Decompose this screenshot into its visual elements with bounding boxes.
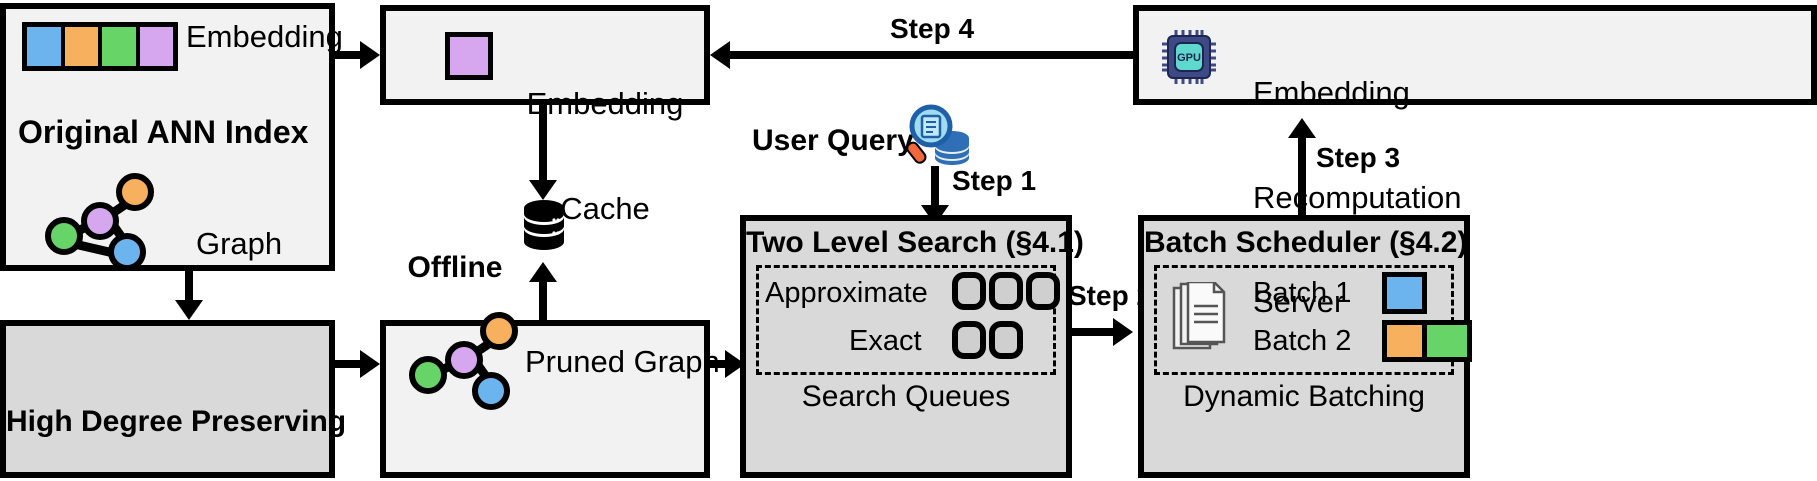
embedding-cache-line1: Embedding [526, 86, 684, 122]
exact-slot [989, 321, 1023, 359]
arrow-index-to-pruning-head [175, 300, 203, 320]
arrow-cache-to-storage-line [539, 105, 547, 183]
exact-row-label: Exact [849, 325, 922, 357]
embedding-cell-orange [64, 27, 102, 66]
user-query-label: User Query [752, 124, 914, 157]
embedding-cell-purple [139, 27, 173, 66]
arrow-pruned-to-search-line [710, 360, 735, 368]
arrow-step1-line [931, 166, 939, 208]
graph-pruning-box [0, 320, 335, 478]
documents-stack-icon [1168, 282, 1228, 354]
batch-item-orange [1382, 320, 1427, 362]
two-level-search-title: Two Level Search (§4.1) [746, 226, 1084, 259]
arrow-step3-head [1288, 118, 1316, 138]
original-ann-index-title: Original ANN Index [18, 114, 309, 150]
arrow-cache-to-storage-head [529, 180, 557, 200]
pruned-node-blue [472, 372, 510, 410]
original-graph [0, 0, 335, 271]
recompute-server-box [1133, 5, 1817, 105]
arrow-step3-line [1298, 135, 1306, 215]
batch-1-label: Batch 1 [1253, 277, 1352, 309]
embedding-cache-swatch [445, 32, 493, 80]
pruned-node-purple [445, 341, 483, 379]
pruned-graph-label: Pruned Graph [525, 344, 720, 379]
search-queues-dashed-region [756, 265, 1056, 375]
exact-slot [952, 321, 986, 359]
graph-pruning-line1: High Degree Preserving [6, 405, 347, 439]
recompute-server-label: Embedding Recomputation Server [1253, 7, 1462, 389]
graph-node-orange [116, 173, 154, 211]
embedding-cell-green [102, 27, 140, 66]
pruned-node-orange [480, 312, 518, 350]
exact-slots [952, 321, 1023, 359]
arrow-pruned-to-storage-line [539, 280, 547, 320]
batch-1-items [1382, 272, 1427, 314]
step1-label: Step 1 [952, 165, 1037, 196]
embedding-label: Embedding [186, 19, 343, 54]
arrow-index-to-pruning-line [185, 271, 193, 304]
graph-node-purple [81, 202, 119, 240]
gpu-chip-icon: GPU [1160, 28, 1218, 86]
arrow-step2-head [1113, 318, 1133, 346]
recompute-server-line1: Embedding [1253, 75, 1410, 111]
graph-node-blue [108, 233, 146, 271]
batch-2-items [1382, 320, 1472, 362]
arrow-pruned-to-storage-head [529, 262, 557, 282]
embedding-cell-blue [27, 27, 65, 66]
search-database-icon [900, 104, 974, 168]
approximate-slot [952, 272, 986, 310]
recompute-server-line3: Server [1253, 283, 1345, 319]
embedding-strip [22, 22, 178, 71]
batch-scheduler-title: Batch Scheduler (§4.2) [1144, 226, 1468, 259]
step3-label: Step 3 [1316, 142, 1401, 173]
embedding-cache-line2: Cache [560, 190, 650, 226]
embedding-cache-box [380, 5, 710, 105]
batch-item-green [1427, 320, 1472, 362]
database-cylinder-icon [518, 199, 570, 251]
graph-pruning-label: High Degree Preserving Graph Pruning (§5… [6, 338, 347, 481]
approximate-slot [989, 272, 1023, 310]
embedding-cache-label: Embedding Cache [510, 18, 700, 296]
step4-label: Step 4 [890, 13, 975, 44]
batch-item-blue [1382, 272, 1427, 314]
search-queues-footer: Search Queues [801, 380, 1011, 413]
two-level-search-box [740, 215, 1072, 478]
svg-text:GPU: GPU [1177, 52, 1201, 64]
dynamic-batching-footer: Dynamic Batching [1183, 380, 1425, 413]
arrow-index-to-cache-head [360, 41, 380, 69]
arrow-pruning-to-pruned-line [335, 360, 367, 368]
graph-label: Graph [196, 226, 283, 261]
graph-node-green [45, 217, 83, 255]
arrow-index-to-cache-line [335, 51, 367, 59]
arrow-step4-line [725, 51, 1135, 59]
arrow-step4-head [710, 41, 730, 69]
arrow-pruning-to-pruned-head [360, 350, 380, 378]
pruned-graph-box [380, 320, 710, 478]
recompute-server-line2: Recomputation [1253, 179, 1462, 215]
arrow-step2-line [1072, 328, 1120, 336]
batch-2-label: Batch 2 [1253, 325, 1352, 357]
approximate-row-label: Approximate [765, 277, 928, 309]
pruned-node-green [409, 356, 447, 394]
approximate-slot [1026, 272, 1060, 310]
approximate-slots [952, 272, 1060, 310]
pruned-graph-drawing [380, 312, 710, 478]
offline-storage-line1: Offline [407, 251, 503, 285]
